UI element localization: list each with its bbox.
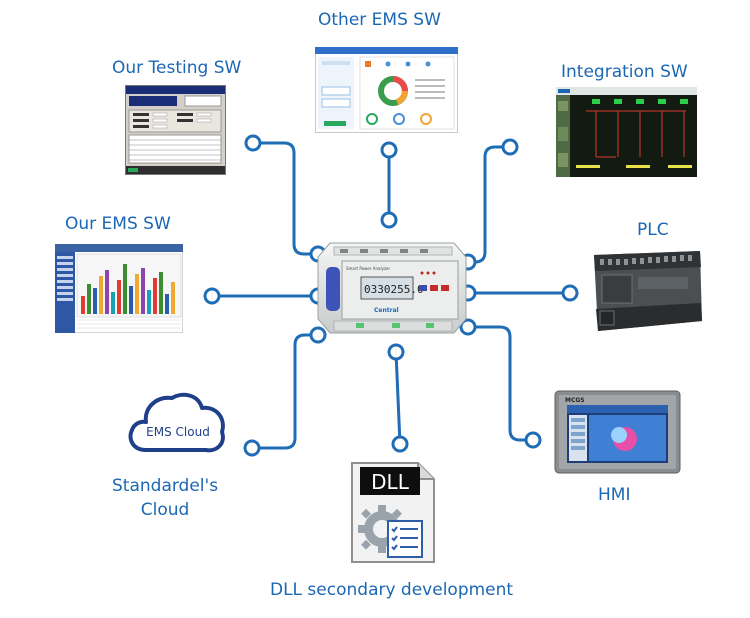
node-hmi xyxy=(524,431,542,449)
thumbnail-bar xyxy=(105,270,109,314)
node-hmi-inner xyxy=(459,318,477,336)
label-dll: DLL secondary development xyxy=(270,580,514,600)
thumbnail-bar xyxy=(99,276,103,314)
label-our-testing: Our Testing SW xyxy=(112,58,242,78)
label-plc: PLC xyxy=(637,220,669,240)
dll-text: DLL xyxy=(371,470,410,494)
connector-testing xyxy=(256,141,319,256)
dll-file-icon: DLL xyxy=(351,462,435,563)
thumbnail-bar xyxy=(159,272,163,314)
meter-maker: Central xyxy=(374,307,399,314)
thumbnail-bar xyxy=(141,268,145,314)
connector-cloud xyxy=(253,333,319,450)
node-testing xyxy=(244,134,262,152)
thumbnail-bar xyxy=(111,292,115,314)
node-dll xyxy=(391,435,409,453)
label-cloud: Standardel's Cloud xyxy=(112,476,219,520)
connector-hmi xyxy=(466,325,532,442)
thumbnail-bar xyxy=(165,294,169,314)
integration-sw-screenshot xyxy=(556,87,697,177)
thumbnail-bar xyxy=(129,286,133,314)
thumbnail-bar xyxy=(147,290,151,314)
label-our-ems: Our EMS SW xyxy=(65,214,171,234)
label-other-ems: Other EMS SW xyxy=(318,10,441,30)
node-cloud-inner xyxy=(309,326,327,344)
node-plc xyxy=(561,284,579,302)
thumbnail-bar xyxy=(135,274,139,314)
node-other-ems-inner xyxy=(380,211,398,229)
thumbnail-bar xyxy=(81,296,85,314)
plc-icon xyxy=(594,251,702,331)
testing-sw-screenshot xyxy=(125,85,226,175)
power-meter-icon: Smart Power Analyzer 0330255.0 Central xyxy=(317,242,467,334)
thumbnail-bar xyxy=(171,282,175,314)
node-our-ems xyxy=(203,287,221,305)
hmi-icon: MCGS xyxy=(554,390,681,474)
cloud-text: EMS Cloud xyxy=(146,425,210,439)
thumbnail-bar xyxy=(87,284,91,314)
connector-dll xyxy=(394,350,402,446)
node-integration xyxy=(501,138,519,156)
node-cloud xyxy=(243,439,261,457)
label-integration: Integration SW xyxy=(561,62,688,82)
node-other-ems xyxy=(380,141,398,159)
connector-integration xyxy=(466,145,507,264)
meter-display: 0330255.0 xyxy=(364,283,424,296)
our-ems-screenshot xyxy=(55,244,183,333)
cloud-icon: EMS Cloud xyxy=(128,392,225,453)
other-ems-screenshot xyxy=(315,47,458,133)
thumbnail-bar xyxy=(93,288,97,314)
thumbnail-bar xyxy=(117,280,121,314)
thumbnail-bar xyxy=(123,264,127,314)
label-hmi: HMI xyxy=(598,485,631,505)
node-dll-inner xyxy=(387,343,405,361)
thumbnail-bar xyxy=(153,278,157,314)
meter-brand: Smart Power Analyzer xyxy=(346,266,390,271)
hmi-brand: MCGS xyxy=(565,397,585,404)
